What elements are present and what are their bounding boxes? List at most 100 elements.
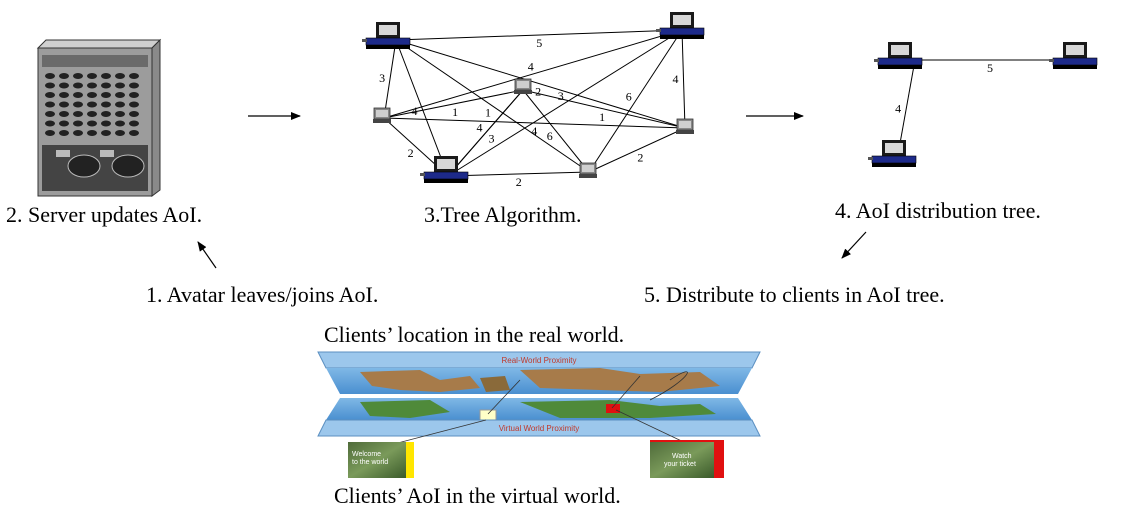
vent-hole — [87, 92, 97, 98]
graph-edge — [522, 89, 590, 173]
vent-hole — [73, 111, 83, 117]
thumb-right-line2: your ticket — [664, 461, 696, 468]
vent-hole — [73, 120, 83, 127]
computer-icon — [1048, 41, 1098, 70]
vent-hole — [45, 73, 55, 79]
graph-edge — [681, 29, 686, 129]
thumb-left-line1: Welcome — [352, 451, 381, 458]
vent-hole — [101, 130, 111, 136]
vent-hole — [73, 92, 83, 98]
edge-weight-label: 4 — [531, 124, 537, 138]
edge-weight-label: 6 — [547, 129, 553, 143]
caption-server: 2. Server updates AoI. — [6, 202, 203, 227]
caption-virtual-world: Clients’ AoI in the virtual world. — [334, 483, 621, 508]
vent-hole — [45, 82, 55, 89]
arrow-tree-to-distribute — [841, 231, 867, 259]
edge-weight-label: 2 — [408, 146, 414, 160]
vent-hole — [87, 120, 97, 127]
caption-distribute: 5. Distribute to clients in AoI tree. — [644, 282, 945, 307]
vent-hole — [115, 101, 125, 108]
vent-hole — [59, 92, 69, 98]
thumb-left-line2: to the world — [352, 459, 388, 466]
edge-weight-label: 3 — [379, 71, 385, 85]
vent-hole — [101, 92, 111, 98]
computer-icon — [372, 107, 392, 124]
vent-hole — [45, 130, 55, 136]
edge-weight-label: 4 — [412, 104, 418, 118]
vent-hole — [59, 101, 69, 108]
edge-weight-label: 6 — [626, 90, 632, 104]
vent-hole — [101, 111, 111, 117]
map-bottom-label: Virtual World Proximity — [499, 424, 580, 433]
vent-hole — [115, 73, 125, 79]
computer-icon — [873, 41, 923, 70]
vent-hole — [101, 82, 111, 89]
vent-hole — [45, 111, 55, 117]
vent-hole — [59, 120, 69, 127]
vent-hole — [59, 130, 69, 136]
edge-weight-label: 2 — [637, 150, 643, 164]
graph-edge — [383, 117, 686, 129]
vent-hole — [87, 101, 97, 108]
vent-hole — [73, 82, 83, 89]
tree-edges: 54 — [895, 59, 1065, 161]
edge-weight-label: 3 — [558, 89, 564, 103]
vent-hole — [59, 73, 69, 79]
edge-weight-label: 1 — [599, 110, 605, 124]
world-map-illustration: Real-World Proximity Virtual World Proxi… — [317, 351, 761, 478]
graph-edge — [447, 29, 683, 177]
graph-edge — [395, 39, 590, 173]
vent-hole — [45, 101, 55, 108]
graph-edge — [395, 29, 683, 41]
graph-edge — [588, 127, 686, 173]
edge-weight-label: 4 — [476, 121, 482, 135]
thumb-right-line1: Watch — [672, 453, 692, 460]
tree-nodes — [867, 41, 1098, 168]
vent-hole — [87, 82, 97, 89]
graph-edge — [447, 89, 524, 177]
vent-hole — [59, 82, 69, 89]
virtual-thumbnail-left: Welcome to the world — [348, 442, 414, 478]
vent-hole — [101, 120, 111, 127]
vent-hole — [87, 130, 97, 136]
computer-icon — [578, 162, 598, 179]
map-top-label: Real-World Proximity — [502, 356, 577, 365]
edge-weight-label: 5 — [536, 36, 542, 50]
graph-edge — [395, 39, 449, 177]
vent-hole — [59, 111, 69, 117]
edge-weight-label: 4 — [528, 59, 534, 73]
graph-edge — [447, 171, 590, 177]
vent-hole — [101, 101, 111, 108]
caption-avatar: 1. Avatar leaves/joins AoI. — [146, 282, 379, 307]
vent-hole — [115, 120, 125, 127]
computer-icon — [513, 78, 533, 95]
vent-hole — [129, 101, 139, 108]
edge-weight-label: 1 — [452, 105, 458, 119]
vent-hole — [73, 130, 83, 136]
graph-edge — [383, 89, 524, 119]
edge-weight-label: 4 — [673, 72, 679, 86]
virtual-thumbnail-right: Watch your ticket — [650, 440, 724, 478]
edge-weight-label: 4 — [895, 102, 901, 116]
vent-hole — [45, 120, 55, 127]
edge-weight-label: 5 — [987, 61, 993, 75]
vent-hole — [45, 92, 55, 98]
vent-hole — [115, 130, 125, 136]
vent-hole — [87, 111, 97, 117]
vent-hole — [73, 101, 83, 108]
edge-weight-label: 2 — [535, 85, 541, 99]
vent-hole — [115, 92, 125, 98]
graph-edge — [522, 89, 686, 129]
vent-hole — [87, 73, 97, 79]
vent-hole — [129, 92, 139, 98]
computer-icon — [655, 11, 705, 40]
vent-hole — [129, 130, 139, 136]
vent-hole — [129, 82, 139, 89]
graph-edge — [383, 29, 683, 119]
server-rack — [36, 38, 162, 197]
vent-hole — [101, 73, 111, 79]
computer-icon — [867, 139, 917, 168]
vent-hole — [73, 73, 83, 79]
